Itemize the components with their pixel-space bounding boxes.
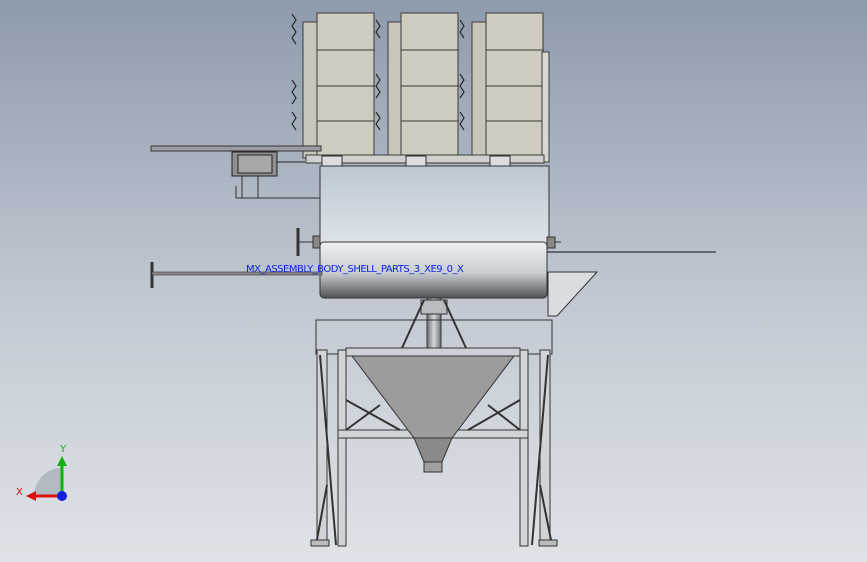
- filter-bag-left: [302, 12, 375, 159]
- filter-bag-right: [471, 12, 544, 159]
- housing-body[interactable]: [319, 165, 550, 247]
- filter-bag-middle: [387, 12, 459, 159]
- axis-x-label: X: [16, 487, 23, 498]
- dimension-annotation[interactable]: MX_ASSEMBLY_BODY_SHELL_PARTS_3_XE9_0_X: [246, 264, 464, 275]
- hopper-cone[interactable]: [345, 347, 521, 473]
- bag-clamps: [291, 13, 465, 131]
- inlet-arm-assembly[interactable]: [150, 145, 322, 199]
- axis-y-label: Y: [59, 444, 67, 455]
- drum-assembly[interactable]: [150, 228, 716, 317]
- filter-bag-group[interactable]: [291, 12, 550, 169]
- axis-triad: Y X: [16, 444, 67, 501]
